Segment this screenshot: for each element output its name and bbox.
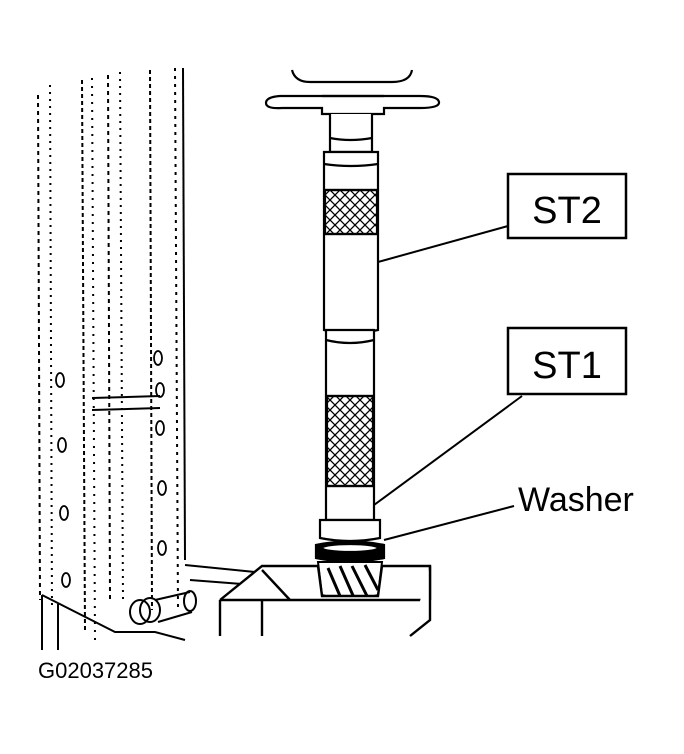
pinion-gear: [316, 561, 384, 601]
leader-lines: [373, 225, 523, 541]
press-frame: [37, 67, 256, 650]
figure-id: G02037285: [38, 658, 153, 683]
st2-leader: [377, 225, 509, 263]
st2-callout-box: [506, 172, 628, 240]
st1-knurled-grip: [325, 394, 375, 488]
press-ram: [328, 114, 374, 154]
st2-callout: ST2: [506, 172, 628, 240]
st1-callout: ST1: [506, 326, 628, 396]
st2-label: ST2: [532, 190, 602, 232]
st1-leader: [373, 395, 523, 506]
washer-leader: [383, 505, 515, 541]
st1-label: ST1: [532, 345, 602, 387]
st2-tool-body: [322, 150, 380, 335]
press-handle: [264, 69, 441, 116]
st1-callout-box: [506, 326, 628, 396]
frame-hole: [55, 350, 167, 588]
washer: [314, 540, 386, 563]
washer-label: Washer: [518, 481, 634, 519]
st2-knurled-grip: [323, 188, 379, 236]
st1-tool-body: [318, 328, 382, 543]
base-block: [218, 564, 432, 637]
